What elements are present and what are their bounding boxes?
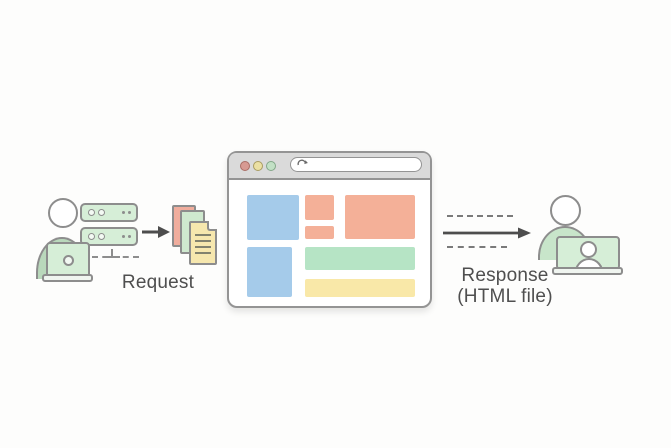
window-dot-red <box>240 161 250 171</box>
server-led-dot <box>128 235 131 238</box>
browser-toolbar <box>229 153 430 180</box>
wireframe-block-yellow-wide <box>305 279 415 297</box>
refresh-icon <box>297 159 308 165</box>
response-arrow-icon <box>443 227 531 239</box>
wireframe-block-blue-2 <box>247 247 292 297</box>
address-bar <box>290 157 422 172</box>
response-label: Response (HTML file) <box>435 265 575 307</box>
server-led-dot <box>122 211 125 214</box>
response-label-line2: (HTML file) <box>457 286 553 307</box>
server-rack-icon <box>80 203 138 222</box>
browser-window <box>227 151 432 308</box>
document-text-line <box>195 252 211 254</box>
server-led-dot <box>128 211 131 214</box>
recipient-user-head-icon <box>550 195 581 226</box>
response-label-line1: Response <box>461 265 549 286</box>
server-rack-icon <box>80 227 138 246</box>
page-fold-corner <box>207 221 217 231</box>
server-drive-ring <box>98 209 105 216</box>
document-text-line <box>195 234 211 236</box>
response-dash-line-bottom <box>447 246 507 248</box>
wireframe-block-green-wide <box>305 247 415 270</box>
video-call-laptop-icon <box>556 236 620 270</box>
video-call-laptop-base <box>552 267 623 275</box>
server-led-dot <box>122 235 125 238</box>
client-laptop-base <box>42 274 93 282</box>
response-dash-line-top <box>447 215 513 217</box>
server-drive-ring <box>88 209 95 216</box>
client-laptop-icon <box>46 242 90 277</box>
server-drive-ring <box>88 233 95 240</box>
document-text-line <box>195 246 211 248</box>
client-user-head-icon <box>48 198 78 228</box>
wireframe-block-salmon-small-2 <box>305 226 334 239</box>
window-dot-yellow <box>253 161 263 171</box>
server-drive-ring <box>98 233 105 240</box>
ground-symbol-stem <box>111 249 113 258</box>
laptop-logo-dot <box>63 254 74 266</box>
wireframe-block-salmon-small-1 <box>305 195 334 220</box>
video-user-head-icon <box>580 241 597 258</box>
request-label: Request <box>121 272 195 293</box>
window-dot-green <box>266 161 276 171</box>
document-text-line <box>195 240 211 242</box>
request-arrow-icon <box>142 226 170 238</box>
document-icon-yellow <box>189 221 217 265</box>
wireframe-block-blue-1 <box>247 195 299 240</box>
wireframe-block-salmon-large <box>345 195 415 239</box>
